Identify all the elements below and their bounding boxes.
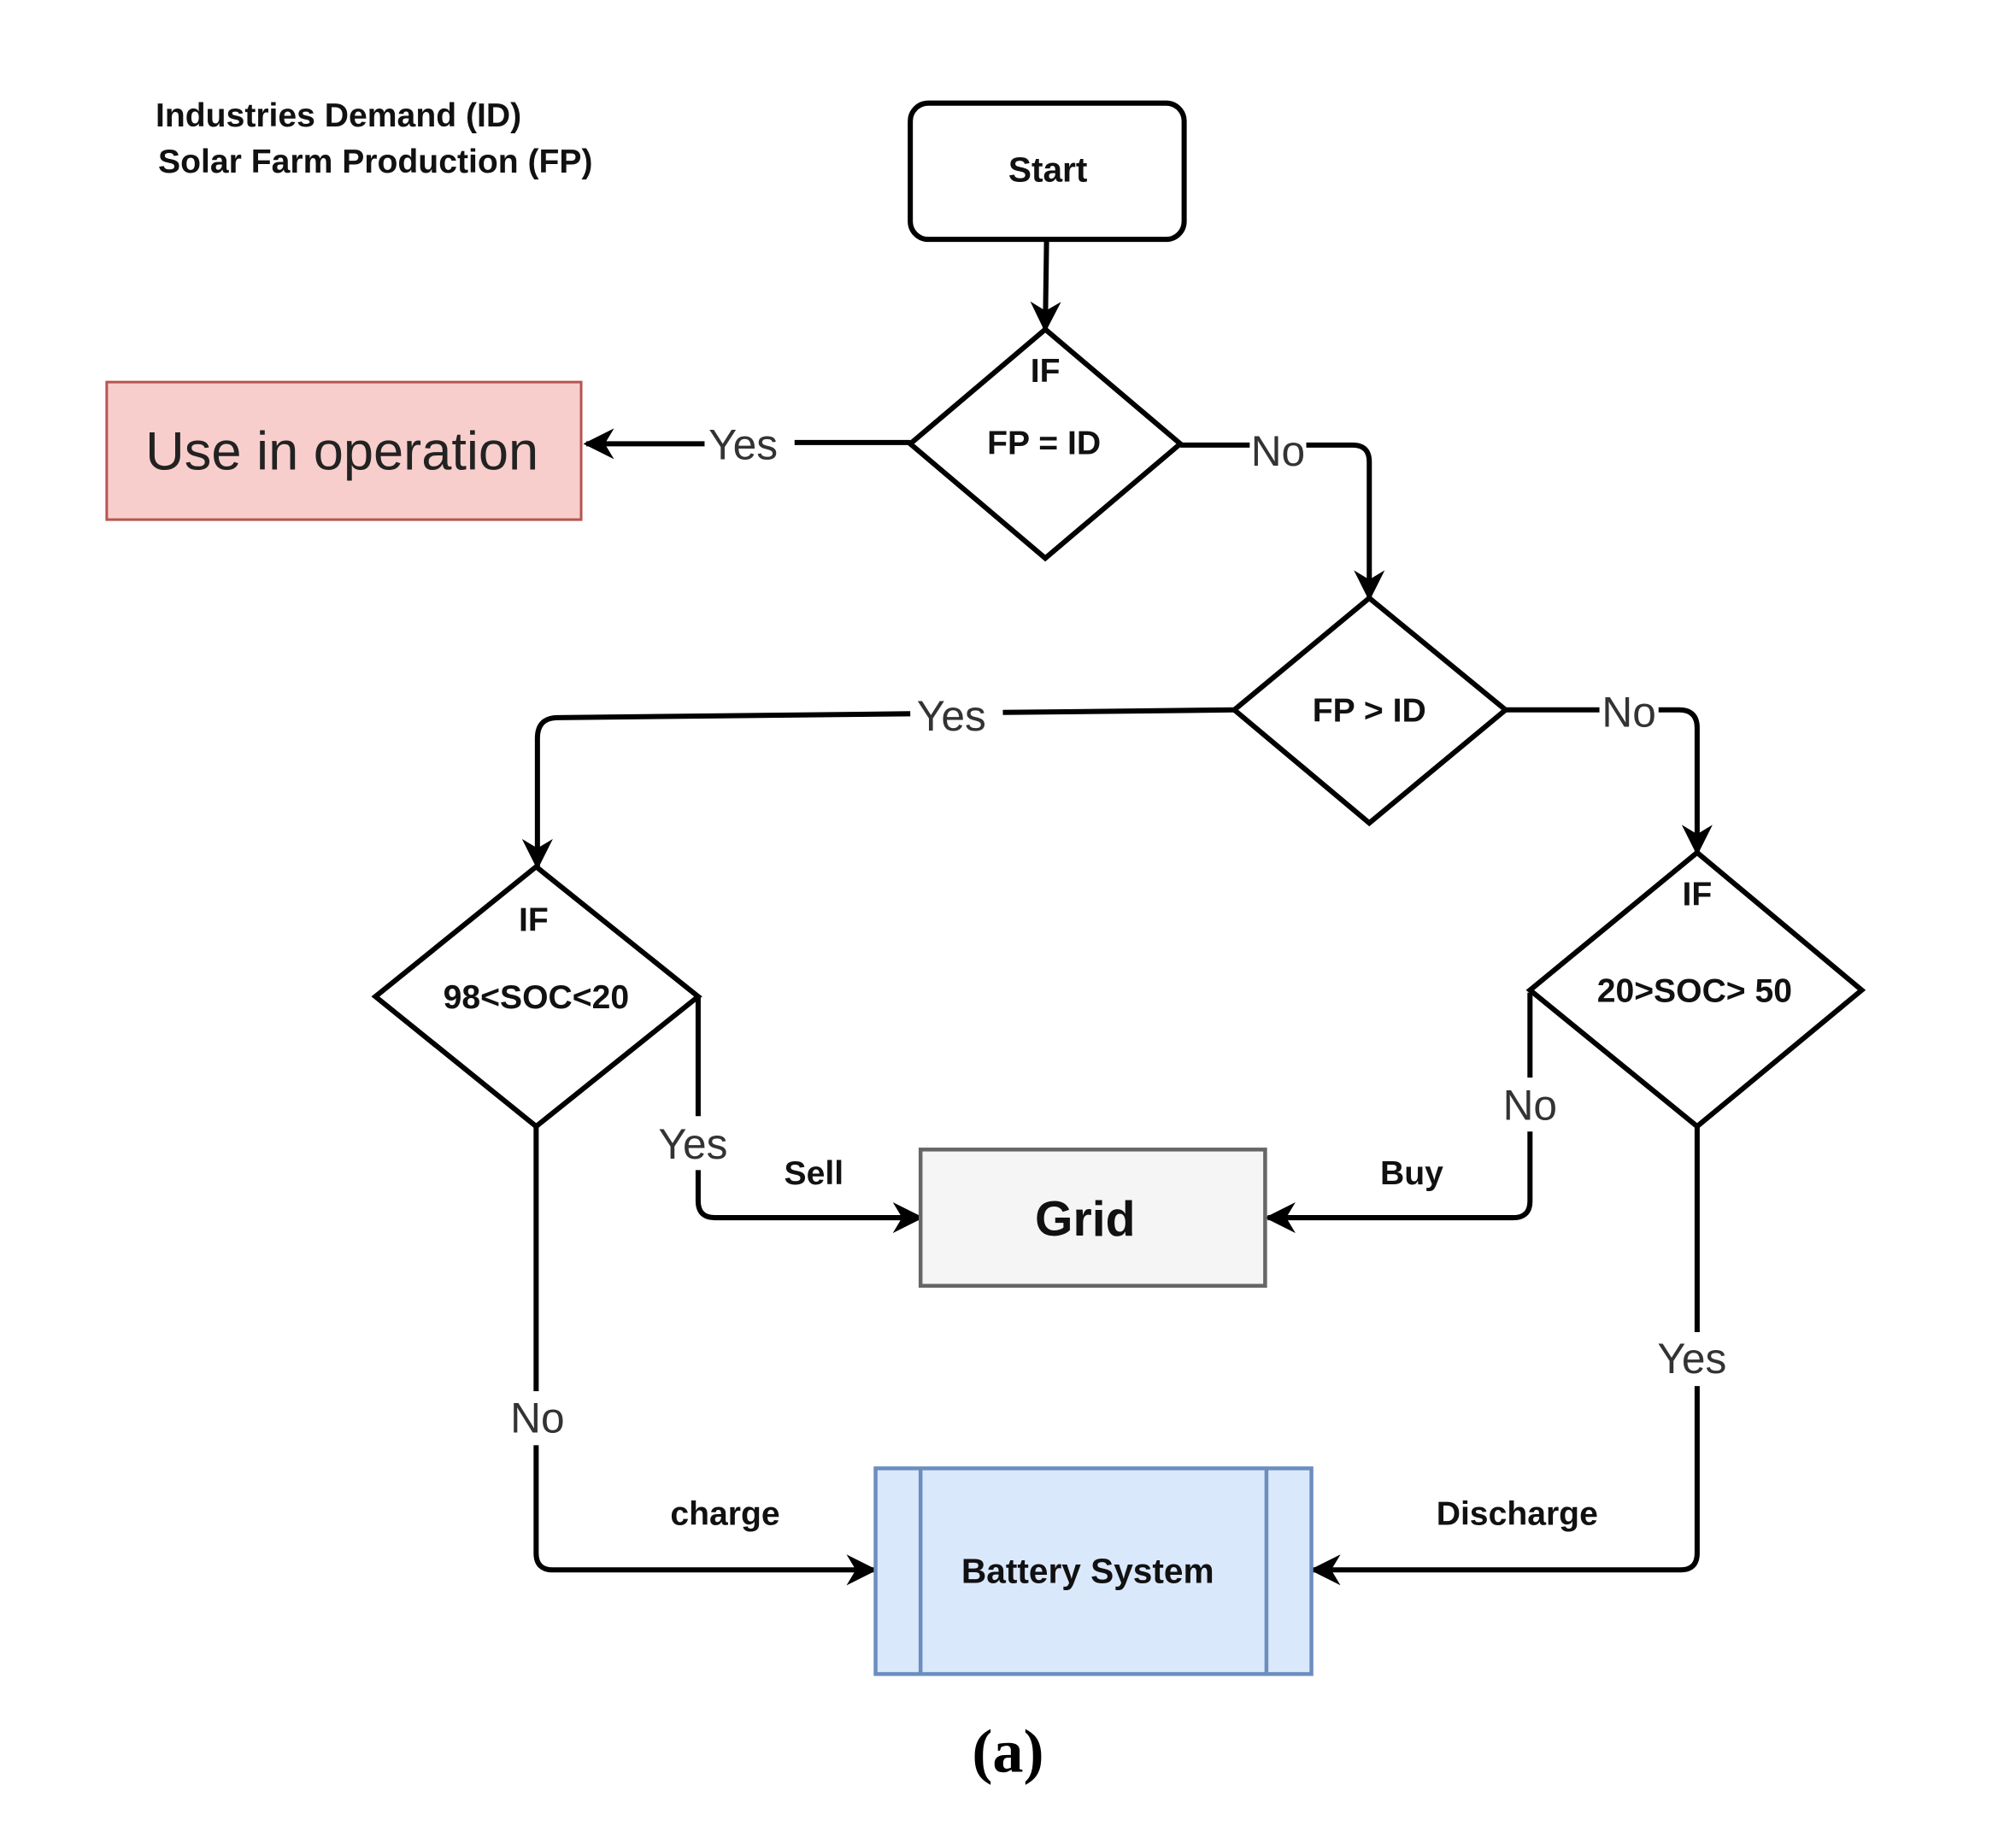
edge-decision4-no-buy	[1267, 992, 1533, 1218]
decision4-condition-label: 20>SOC> 50	[1597, 972, 1792, 1009]
legend-solar-farm-production: Solar Farm Production (FP)	[158, 144, 592, 180]
edge-label-charge: charge	[670, 1496, 779, 1533]
decision3-diamond	[371, 863, 702, 1130]
edge-decision2-no	[1505, 707, 1697, 853]
start-node	[908, 100, 1187, 243]
edge-label-buy: Buy	[1380, 1155, 1443, 1192]
decision3-condition-label: 98<SOC<20	[444, 979, 629, 1016]
edge-decision3-yes-sell	[695, 996, 920, 1218]
decision3-if-label: IF	[519, 902, 549, 939]
edge-label-d4-yes: Yes	[1657, 1335, 1726, 1383]
edge-label-d1-no: No	[1251, 427, 1305, 475]
battery-system-box	[873, 1466, 1314, 1676]
figure-caption: (a)	[972, 1717, 1043, 1785]
edge-label-d3-no: No	[510, 1394, 564, 1441]
decision4-diamond	[1525, 848, 1866, 1130]
edge-label-d4-no: No	[1503, 1082, 1557, 1130]
grid-label: Grid	[1035, 1192, 1136, 1247]
edge-label-d2-no: No	[1602, 688, 1655, 736]
decision2-condition-label: FP > ID	[1313, 692, 1426, 729]
edge-start-to-decision1	[1030, 239, 1061, 333]
edge-decision1-no	[1180, 442, 1369, 598]
start-label: Start	[1008, 150, 1088, 189]
edge-label-d2-yes: Yes	[917, 692, 986, 740]
decision1-diamond	[906, 326, 1184, 562]
battery-system-label: Battery System	[961, 1551, 1214, 1590]
decision2-diamond	[1230, 595, 1510, 827]
grid-box	[918, 1148, 1267, 1289]
use-in-operation-label: Use in operation	[145, 421, 538, 481]
edge-decision1-yes	[586, 443, 911, 444]
edge-decision4-yes-discharge	[1313, 1126, 1700, 1570]
edge-label-d3-yes: Yes	[658, 1120, 727, 1168]
use-in-operation-box	[105, 380, 583, 521]
decision1-if-label: IF	[1031, 353, 1061, 390]
edge-label-d1-yes: Yes	[708, 420, 778, 468]
edge-label-sell: Sell	[785, 1155, 844, 1192]
decision1-condition-label: FP = ID	[987, 425, 1101, 461]
legend-industries-demand: Industries Demand (ID)	[156, 97, 521, 134]
edge-decision2-yes	[538, 707, 1235, 867]
edge-decision3-no-charge	[533, 1124, 874, 1571]
decision4-if-label: IF	[1683, 876, 1713, 913]
edge-label-discharge: Discharge	[1437, 1496, 1598, 1533]
